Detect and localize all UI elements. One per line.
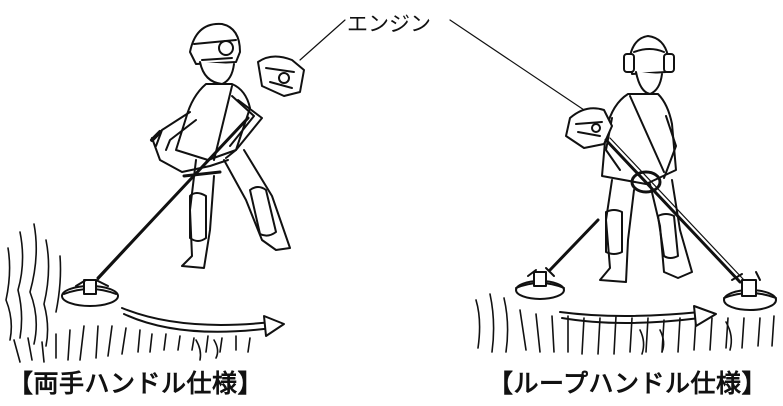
engine-leader-lines (299, 19, 597, 119)
left-trimmer (61, 116, 250, 307)
right-grass (475, 293, 775, 355)
left-operator-figure (155, 22, 305, 269)
loop-handle-caption: 【ループハンドル仕様】 (488, 369, 768, 398)
right-operator-figure (565, 35, 693, 283)
right-trimmer (515, 137, 777, 311)
two-hand-handle-caption: 【両手ハンドル仕様】 (8, 369, 264, 398)
engine-label: エンジン (347, 12, 431, 36)
left-cutting-direction-arrow (121, 307, 285, 337)
right-cutting-direction-arrow (559, 305, 717, 327)
left-grass (5, 223, 251, 363)
